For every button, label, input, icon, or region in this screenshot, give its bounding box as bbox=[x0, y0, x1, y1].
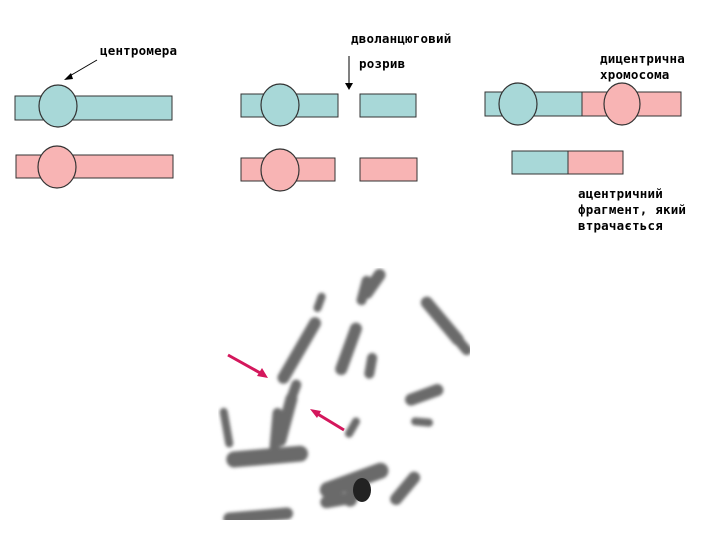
chromosome bbox=[269, 407, 283, 453]
chromosome bbox=[320, 493, 351, 509]
pink-centromere-2 bbox=[260, 148, 300, 192]
chromosome bbox=[313, 292, 326, 313]
dicentric-blue-centromere bbox=[498, 82, 538, 126]
break-label-line1: дволанцюговий bbox=[351, 31, 452, 46]
pink-centromere bbox=[37, 145, 77, 189]
micrograph-arrows bbox=[227, 353, 345, 432]
chromosome bbox=[390, 471, 421, 506]
centromere-arrowhead bbox=[64, 73, 73, 80]
acentric-label-line3: втрачається bbox=[578, 218, 663, 233]
acentric-pink-part bbox=[567, 150, 624, 175]
chromosome bbox=[345, 417, 360, 438]
blue-arm-fragment bbox=[359, 93, 417, 118]
dicentric-label-line2: хромосома bbox=[600, 67, 670, 82]
chromosome bbox=[411, 417, 434, 427]
dicentric-pointer-arrow bbox=[227, 353, 263, 376]
panel-normal-chromosomes bbox=[14, 59, 174, 189]
dark-chromosome-cluster bbox=[353, 478, 371, 502]
blue-centromere-2 bbox=[260, 83, 300, 127]
metaphase-micrograph bbox=[218, 268, 470, 520]
panel-dicentric-result bbox=[484, 82, 682, 175]
chromosome bbox=[223, 507, 294, 520]
acentric-arrowhead bbox=[310, 409, 321, 418]
break-label-line2: розрив bbox=[359, 56, 406, 71]
dicentric-label-line1: дицентрична bbox=[600, 51, 685, 66]
chromosome bbox=[277, 317, 321, 384]
acentric-label-line1: ацентричний bbox=[578, 186, 663, 201]
chromosome bbox=[364, 352, 378, 379]
centromere-label: центромера bbox=[100, 43, 178, 58]
dicentric-pink-centromere bbox=[603, 82, 641, 126]
chromosome bbox=[446, 326, 470, 356]
panel-double-strand-break bbox=[240, 56, 418, 192]
acentric-blue-part bbox=[511, 150, 569, 175]
centromere-pointer-arrow bbox=[67, 59, 98, 78]
pink-arm-fragment bbox=[359, 157, 418, 182]
chromosome bbox=[405, 384, 444, 406]
acentric-label-line2: фрагмент, який bbox=[578, 202, 687, 217]
dicentric-arrowhead bbox=[257, 368, 268, 378]
chromosome bbox=[226, 445, 309, 468]
acentric-pointer-arrow bbox=[315, 411, 345, 432]
blue-centromere bbox=[38, 84, 78, 128]
chromosome bbox=[360, 268, 386, 299]
chromosome bbox=[335, 322, 362, 376]
chromosome bbox=[219, 407, 234, 448]
break-arrowhead bbox=[345, 83, 353, 90]
